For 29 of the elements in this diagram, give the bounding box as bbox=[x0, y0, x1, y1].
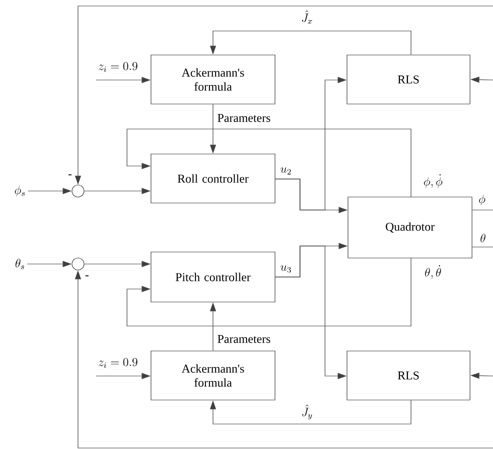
input-label: $z_i = 0.9$ bbox=[98, 62, 138, 72]
minus-sign: - bbox=[85, 275, 89, 276]
process-box: Roll controller bbox=[150, 154, 276, 204]
process-box: Ackermann's formula bbox=[150, 54, 276, 104]
summing-junction bbox=[72, 184, 84, 198]
edge-label: $\theta, \dot{\theta}$ bbox=[424, 264, 442, 280]
minus-sign: - bbox=[68, 174, 72, 176]
input-label: $z_i = 0.9$ bbox=[98, 358, 138, 368]
process-box: RLS bbox=[346, 54, 470, 104]
process-box: Pitch controller bbox=[150, 252, 276, 302]
arrow bbox=[126, 258, 412, 326]
edge-label: Parameters bbox=[216, 113, 272, 123]
edge-label: $\phi$ bbox=[478, 194, 486, 206]
edge-label: $\theta$ bbox=[479, 232, 487, 244]
process-box: RLS bbox=[346, 350, 470, 400]
edge-label: $\phi, \dot{\phi}$ bbox=[422, 173, 444, 189]
edge-label: $u_2$ bbox=[279, 166, 293, 176]
arrow bbox=[126, 128, 412, 197]
edge-label: $\hat{J}_x$ bbox=[300, 9, 314, 25]
summing-junction bbox=[72, 258, 84, 270]
edge-label: $\hat{J}_y$ bbox=[300, 404, 314, 420]
edge-label: Parameters bbox=[216, 334, 272, 344]
arrow bbox=[210, 400, 412, 424]
input-label: $\theta_s$ bbox=[16, 258, 24, 270]
line bbox=[472, 246, 493, 248]
input-label: $\phi_s$ bbox=[14, 186, 25, 196]
process-box: Ackermann's formula bbox=[150, 350, 276, 400]
edge-label: $u_3$ bbox=[279, 264, 293, 274]
process-box: Quadrotor bbox=[348, 196, 472, 258]
